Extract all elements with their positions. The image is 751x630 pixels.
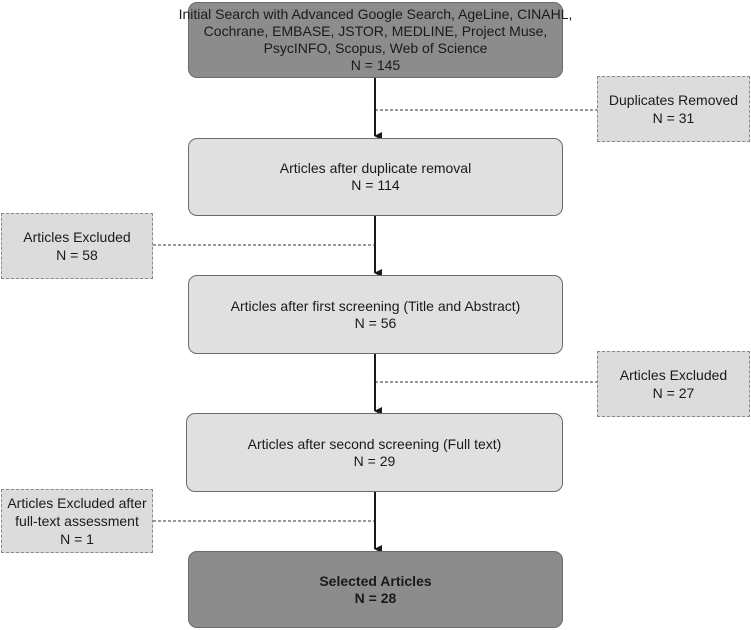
after-second-label: Articles after second screening (Full te… xyxy=(247,435,502,452)
excluded-2-label: Articles Excluded xyxy=(619,367,728,383)
after-duplicates-count: N = 114 xyxy=(351,177,400,193)
box-initial-search: Initial Search with Advanced Google Sear… xyxy=(179,2,572,78)
excluded-3-count: N = 1 xyxy=(60,531,94,547)
initial-search-count: N = 145 xyxy=(350,57,401,73)
excluded-3-line-2: full-text assessment xyxy=(15,513,139,529)
box-after-first-screening: Articles after first screening (Title an… xyxy=(188,275,563,354)
duplicates-label: Duplicates Removed xyxy=(608,92,739,108)
box-selected-articles: Selected Articles N = 28 xyxy=(188,551,563,628)
after-first-label: Articles after first screening (Title an… xyxy=(230,297,521,314)
excluded-1-label: Articles Excluded xyxy=(23,229,131,245)
selected-count: N = 28 xyxy=(354,589,397,606)
excluded-2-count: N = 27 xyxy=(652,385,695,401)
box-after-second-screening: Articles after second screening (Full te… xyxy=(186,413,563,492)
box-after-duplicates: Articles after duplicate removal N = 114 xyxy=(188,138,563,216)
initial-search-line-3: PsycINFO, Scopus, Web of Science xyxy=(263,40,488,56)
initial-search-line-1: Initial Search with Advanced Google Sear… xyxy=(178,6,573,22)
selected-label: Selected Articles xyxy=(319,572,432,589)
excluded-1-count: N = 58 xyxy=(56,247,98,263)
box-articles-excluded-1: Articles Excluded N = 58 xyxy=(1,213,153,279)
after-duplicates-label: Articles after duplicate removal xyxy=(279,160,472,176)
box-articles-excluded-3: Articles Excluded after full-text assess… xyxy=(1,489,153,553)
after-second-count: N = 29 xyxy=(353,452,396,469)
excluded-3-line-1: Articles Excluded after xyxy=(7,495,147,511)
after-first-count: N = 56 xyxy=(354,314,397,331)
box-articles-excluded-2: Articles Excluded N = 27 xyxy=(597,351,750,417)
initial-search-line-2: Cochrane, EMBASE, JSTOR, MEDLINE, Projec… xyxy=(203,23,548,39)
box-duplicates-removed: Duplicates Removed N = 31 xyxy=(597,76,750,142)
duplicates-count: N = 31 xyxy=(652,110,695,126)
